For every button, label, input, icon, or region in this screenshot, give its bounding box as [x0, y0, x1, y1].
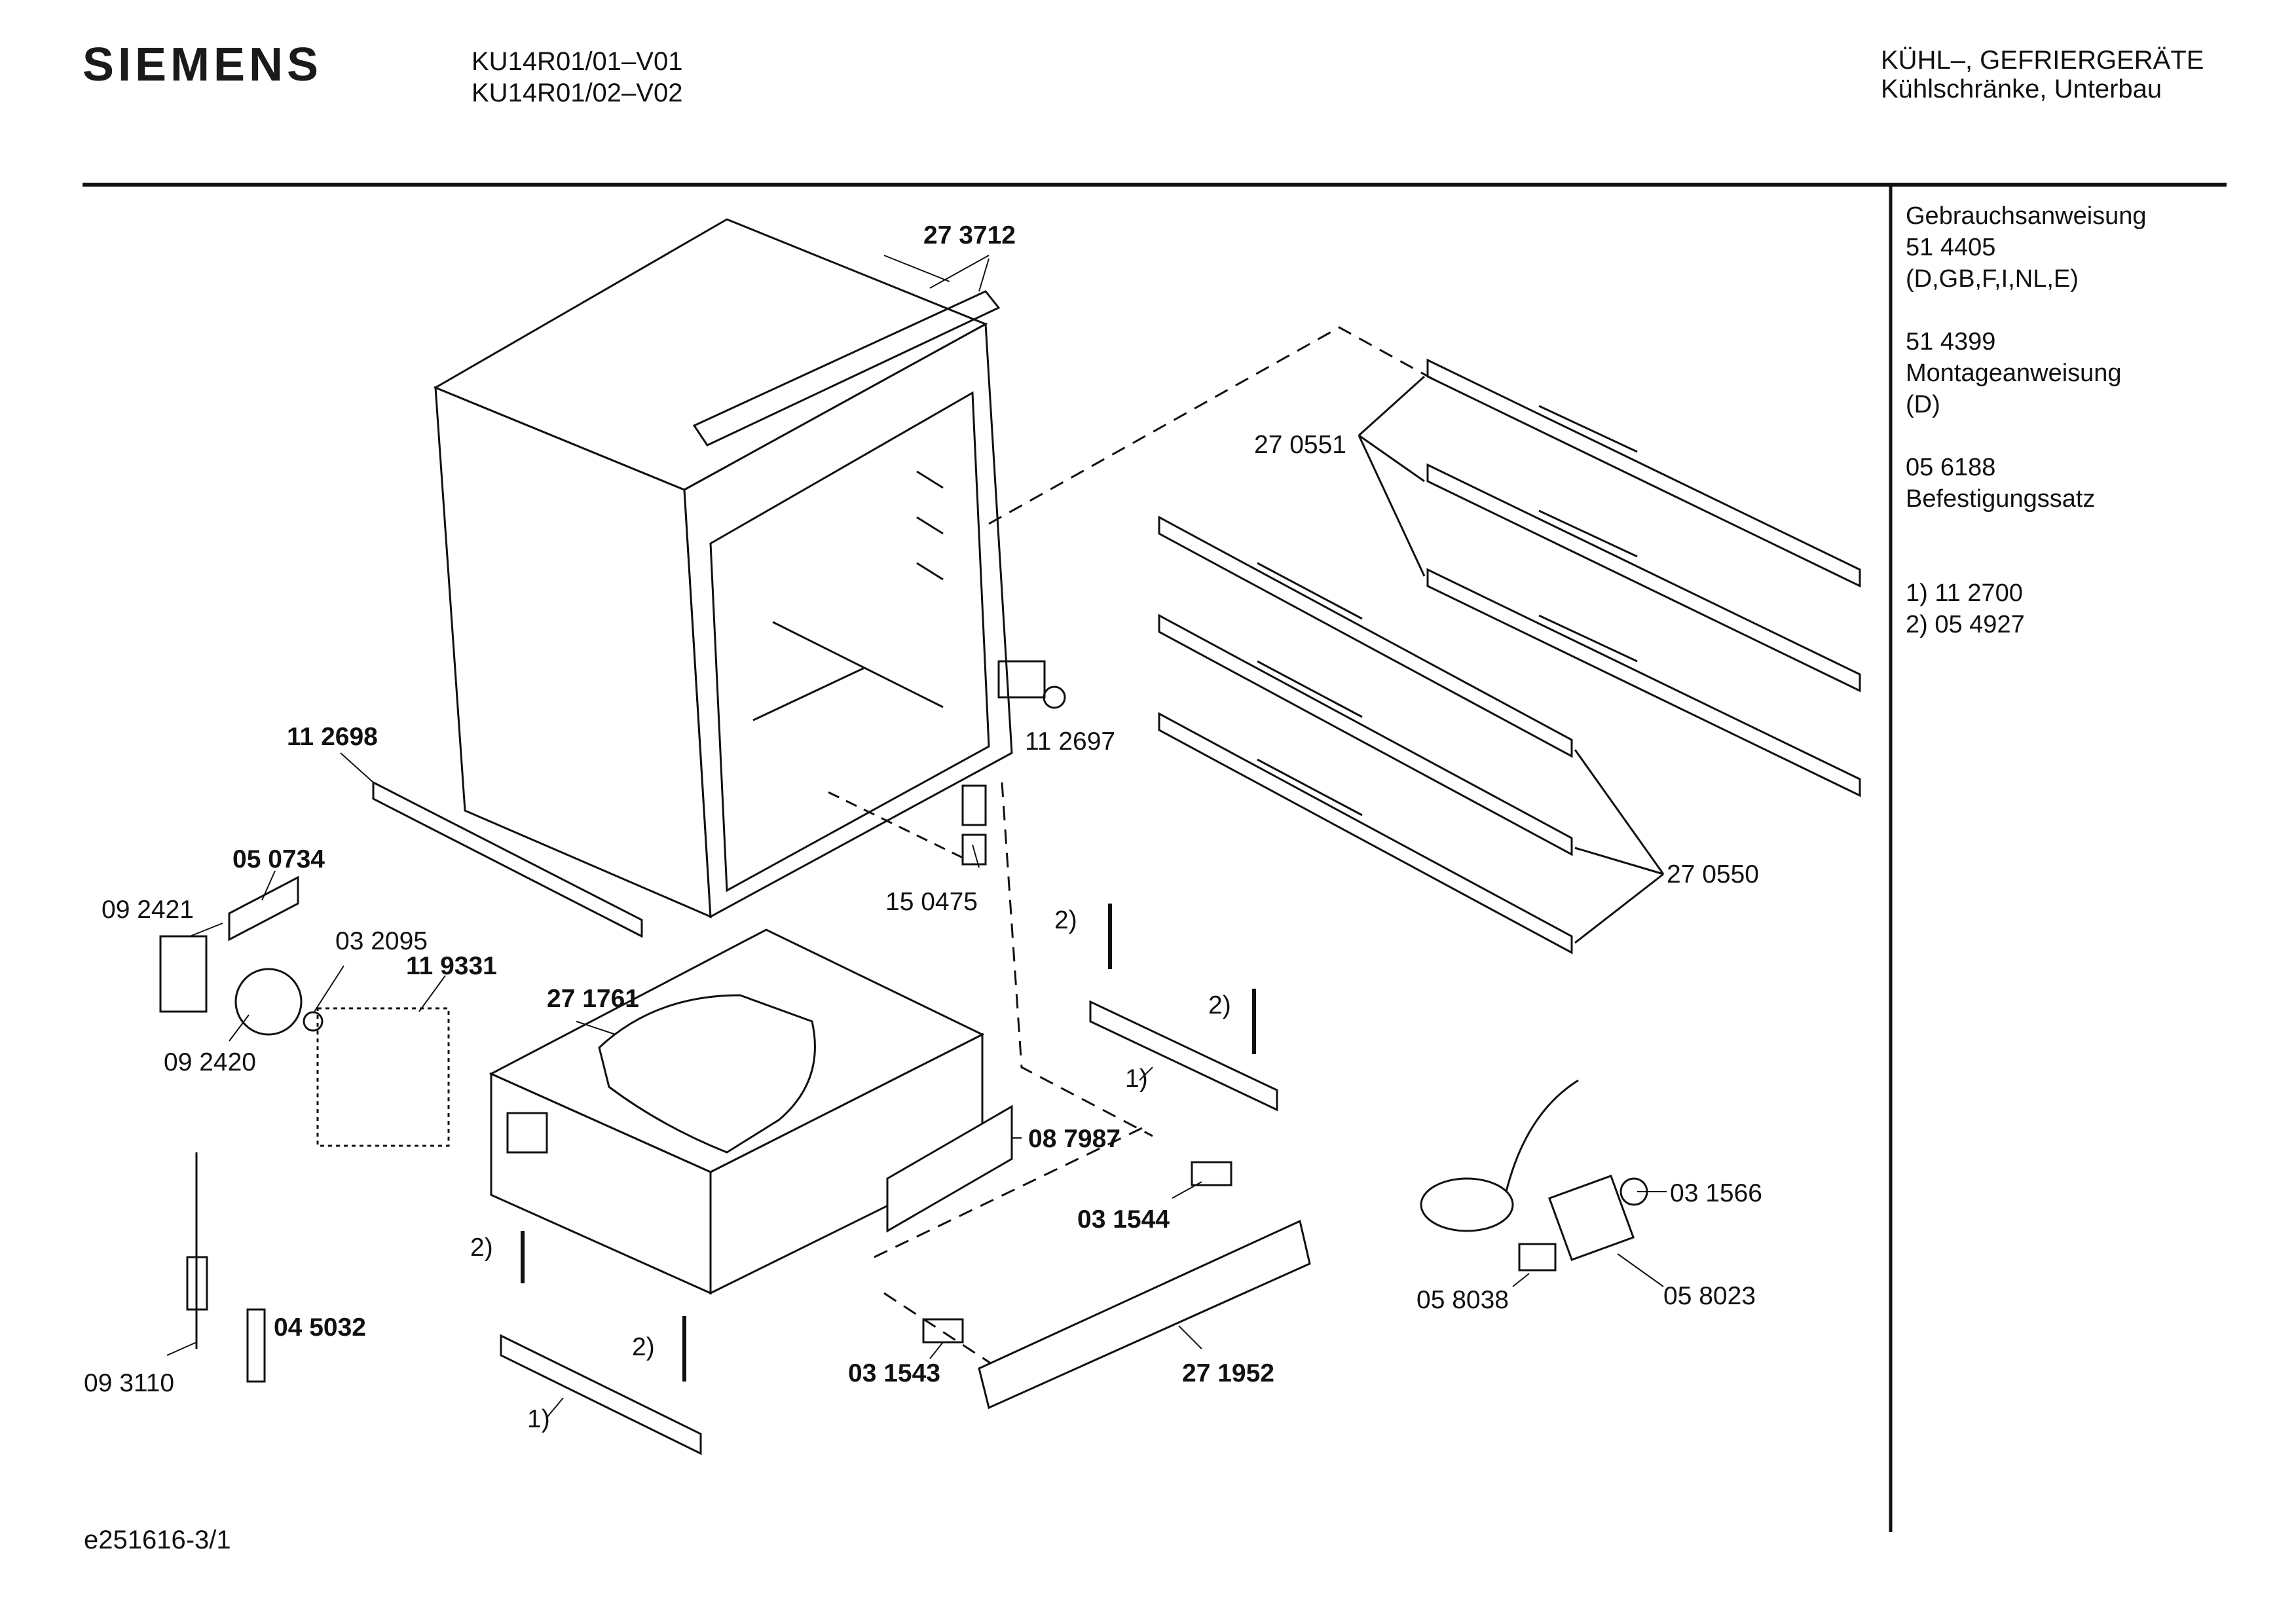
leader-270551	[1358, 375, 1426, 577]
label-058038: 05 8038	[1416, 1286, 1509, 1314]
wheel-bracket	[997, 660, 1066, 709]
siemens-logo: SIEMENS	[83, 39, 323, 91]
top-hinge-bar	[692, 255, 1001, 447]
manual-languages: (D,GB,F,I,NL,E)	[1906, 265, 2079, 293]
plug-part	[961, 784, 987, 866]
foot-bracket-right	[1089, 1000, 1278, 1112]
ventilation-grille	[978, 1219, 1311, 1410]
category-subtitle: Kühlschränke, Unterbau	[1881, 75, 2162, 103]
model-line-2: KU14R01/02–V02	[472, 79, 683, 107]
kit-title: Befestigungssatz	[1906, 485, 2096, 513]
drawer-panel	[886, 1105, 1013, 1233]
kit-number: 05 6188	[1906, 454, 1996, 481]
note-2-screw-right-1: 2)	[1054, 906, 1077, 934]
rails-270551	[1426, 358, 1861, 797]
model-line-1: KU14R01/01–V01	[472, 47, 683, 76]
manual-number: 51 4405	[1906, 234, 1996, 261]
document-id: e251616-3/1	[84, 1526, 231, 1554]
note-1-bracket-right: 1)	[1125, 1065, 1148, 1093]
crisper-tray	[598, 994, 816, 1154]
label-112697: 11 2697	[1025, 727, 1115, 756]
pin-045032	[246, 1308, 266, 1383]
label-031566: 03 1566	[1670, 1179, 1762, 1207]
label-150475: 15 0475	[885, 888, 978, 916]
rails-270550	[1158, 515, 1573, 955]
guide-dash-plug	[828, 791, 963, 859]
clip-031544	[1191, 1161, 1232, 1186]
thermostat-coil	[1420, 1177, 1514, 1232]
label-087987: 08 7987	[1028, 1125, 1120, 1153]
condenser-coil	[316, 1007, 450, 1147]
thermostat-switch	[1518, 1243, 1557, 1272]
label-093110: 09 3110	[84, 1369, 174, 1397]
note-2-screw-left-2: 2)	[632, 1333, 655, 1361]
note-2-screw-left-1: 2)	[470, 1234, 493, 1262]
label-112698: 11 2698	[287, 723, 378, 751]
fan-washer	[303, 1011, 324, 1032]
label-270551: 27 0551	[1254, 431, 1346, 459]
label-031544: 03 1544	[1077, 1205, 1170, 1234]
note-1-bracket-left: 1)	[527, 1405, 550, 1433]
cabinet-body	[433, 218, 1013, 919]
category-title: KÜHL–, GEFRIERGERÄTE	[1881, 46, 2204, 75]
label-119331: 11 9331	[406, 952, 497, 980]
label-271952: 27 1952	[1182, 1359, 1274, 1387]
label-273712: 27 3712	[923, 221, 1016, 249]
footnote-2: 2) 05 4927	[1906, 611, 2025, 638]
label-058023: 05 8023	[1663, 1282, 1756, 1310]
label-092420: 09 2420	[164, 1048, 256, 1076]
label-271761: 27 1761	[547, 985, 639, 1013]
label-270550: 27 0550	[1667, 860, 1759, 888]
install-languages: (D)	[1906, 391, 1940, 418]
leader-270550	[1574, 749, 1665, 944]
thermostat-housing	[1547, 1174, 1635, 1262]
footnote-1: 1) 11 2700	[1906, 579, 2023, 607]
fan-blade	[234, 968, 303, 1036]
label-050734: 05 0734	[232, 845, 325, 873]
label-092421: 09 2421	[102, 896, 194, 924]
install-title: Montageanweisung	[1906, 359, 2122, 387]
fan-motor	[159, 935, 208, 1013]
install-number: 51 4399	[1906, 328, 1996, 356]
guide-dash-rails	[988, 326, 1435, 525]
label-045032: 04 5032	[274, 1313, 366, 1342]
base-bar	[372, 780, 643, 938]
guide-dash-grille	[874, 1125, 1147, 1376]
guide-dash-front	[1001, 782, 1153, 1137]
note-2-screw-right-2: 2)	[1208, 991, 1231, 1019]
manual-title: Gebrauchsanweisung	[1906, 202, 2147, 230]
thermostat-capillary	[1505, 1079, 1579, 1192]
label-032095: 03 2095	[335, 927, 428, 955]
label-031543: 03 1543	[848, 1359, 940, 1387]
thermostat-sensor	[186, 1256, 208, 1311]
foot-bracket-left	[500, 1334, 702, 1456]
relay-bracket	[228, 875, 299, 942]
